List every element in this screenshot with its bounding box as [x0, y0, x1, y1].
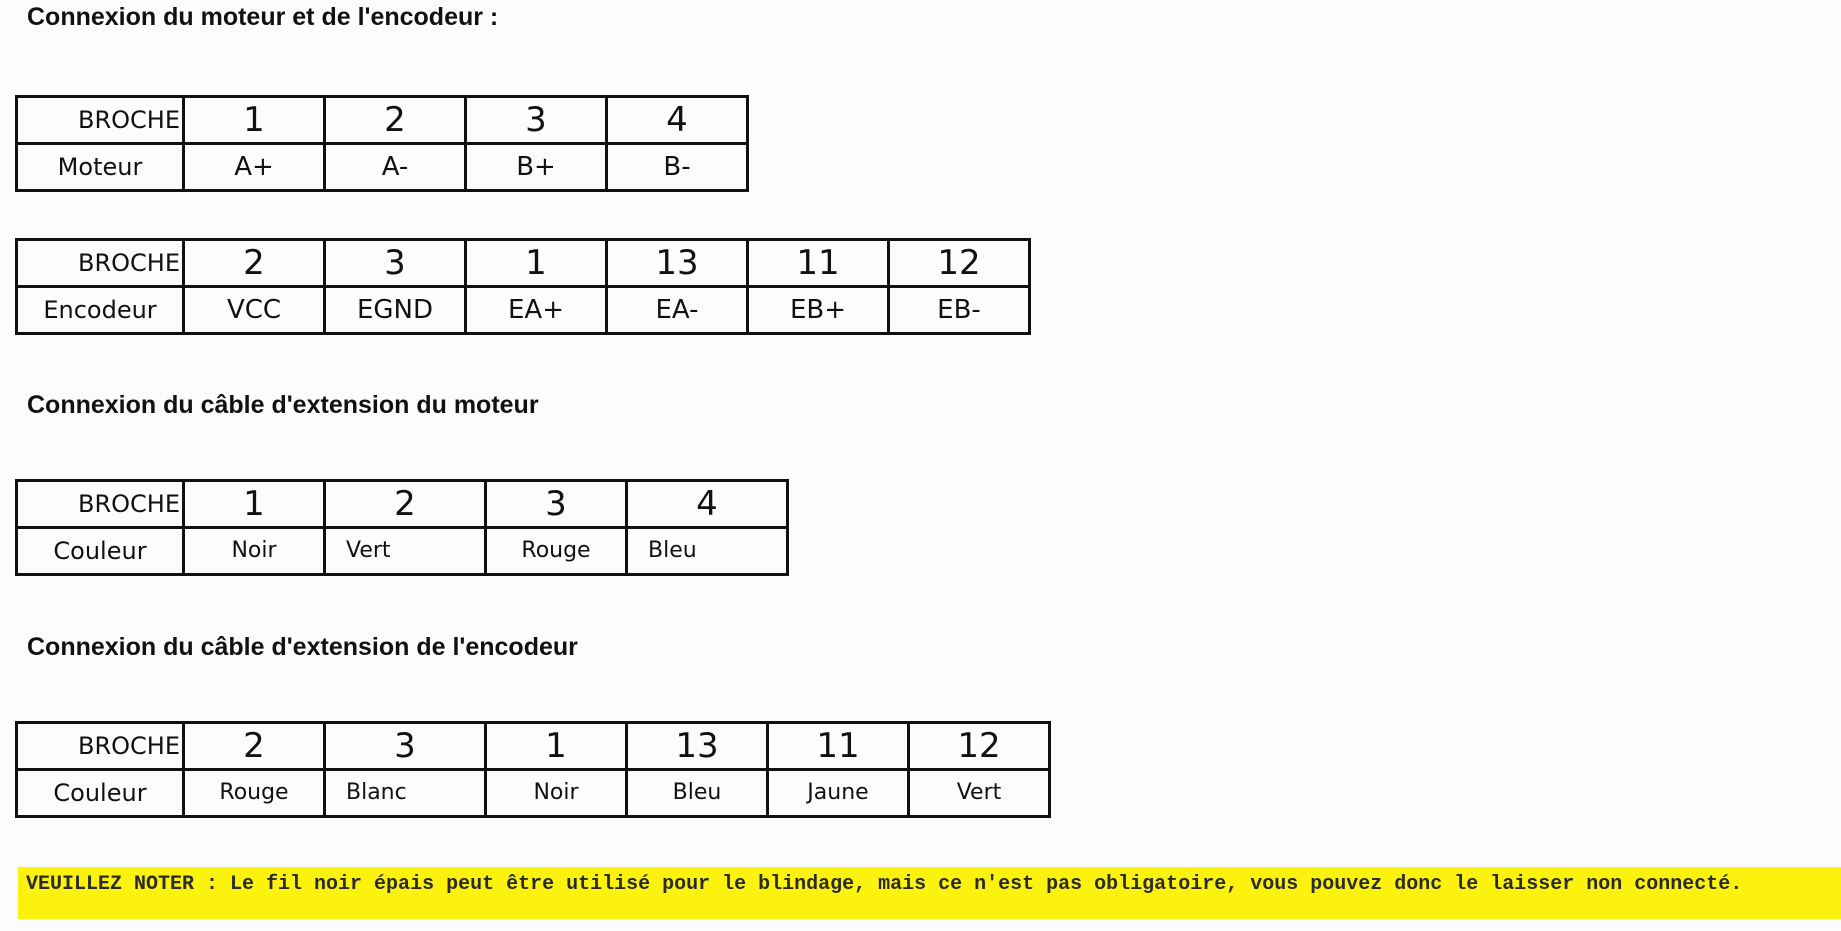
wire-color-cell: Bleu [625, 526, 789, 576]
pin-number-cell: 1 [182, 95, 326, 145]
wire-color-cell: Rouge [182, 768, 326, 818]
pin-number-cell: 3 [323, 238, 467, 288]
table-row: BROCHE 1 2 3 4 [15, 95, 749, 145]
pin-number-cell: 2 [323, 95, 467, 145]
row-label: Moteur [15, 142, 185, 192]
row-label: Encodeur [15, 285, 185, 335]
pin-header-label: BROCHE [15, 238, 185, 288]
pin-header-label: BROCHE [15, 721, 185, 771]
wire-color-cell: Rouge [484, 526, 628, 576]
encoder-pin-table: BROCHE 2 3 1 13 11 12 Encodeur VCC EGND … [15, 238, 1031, 335]
table-row: Encodeur VCC EGND EA+ EA- EB+ EB- [15, 285, 1031, 335]
table-row: Couleur Noir Vert Rouge Bleu [15, 526, 789, 576]
wire-color-cell: Vert [323, 526, 487, 576]
pin-number-cell: 4 [605, 95, 749, 145]
pin-number-cell: 11 [766, 721, 910, 771]
signal-cell: EB+ [746, 285, 890, 335]
pin-header-label: BROCHE [15, 95, 185, 145]
table-row: BROCHE 2 3 1 13 11 12 [15, 238, 1031, 288]
wire-color-cell: Blanc [323, 768, 487, 818]
motor-extension-color-table: BROCHE 1 2 3 4 Couleur Noir Vert Rouge B… [15, 479, 789, 576]
pin-number-cell: 1 [484, 721, 628, 771]
pin-number-cell: 1 [182, 479, 326, 529]
signal-cell: EA+ [464, 285, 608, 335]
pin-number-cell: 12 [887, 238, 1031, 288]
signal-cell: A+ [182, 142, 326, 192]
signal-cell: B- [605, 142, 749, 192]
row-label: Couleur [15, 526, 185, 576]
pin-number-cell: 13 [625, 721, 769, 771]
wire-color-cell: Noir [182, 526, 326, 576]
table-row: Couleur Rouge Blanc Noir Bleu Jaune Vert [15, 768, 1051, 818]
pin-number-cell: 1 [464, 238, 608, 288]
signal-cell: A- [323, 142, 467, 192]
pin-number-cell: 3 [464, 95, 608, 145]
signal-cell: B+ [464, 142, 608, 192]
wire-color-cell: Bleu [625, 768, 769, 818]
wire-color-cell: Jaune [766, 768, 910, 818]
signal-cell: VCC [182, 285, 326, 335]
signal-cell: EA- [605, 285, 749, 335]
section-title-motor-encoder: Connexion du moteur et de l'encodeur : [27, 3, 499, 31]
wire-color-cell: Vert [907, 768, 1051, 818]
table-row: BROCHE 1 2 3 4 [15, 479, 789, 529]
signal-cell: EB- [887, 285, 1031, 335]
pin-number-cell: 2 [182, 721, 326, 771]
pin-number-cell: 12 [907, 721, 1051, 771]
pin-number-cell: 4 [625, 479, 789, 529]
pin-number-cell: 13 [605, 238, 749, 288]
encoder-extension-color-table: BROCHE 2 3 1 13 11 12 Couleur Rouge Blan… [15, 721, 1051, 818]
shield-wire-note: VEUILLEZ NOTER : Le fil noir épais peut … [18, 867, 1841, 919]
motor-pin-table: BROCHE 1 2 3 4 Moteur A+ A- B+ B- [15, 95, 749, 192]
section-title-encoder-extension: Connexion du câble d'extension de l'enco… [27, 633, 578, 661]
table-row: BROCHE 2 3 1 13 11 12 [15, 721, 1051, 771]
pin-number-cell: 11 [746, 238, 890, 288]
table-row: Moteur A+ A- B+ B- [15, 142, 749, 192]
section-title-motor-extension: Connexion du câble d'extension du moteur [27, 391, 539, 419]
pin-number-cell: 3 [323, 721, 487, 771]
pin-header-label: BROCHE [15, 479, 185, 529]
row-label: Couleur [15, 768, 185, 818]
pin-number-cell: 3 [484, 479, 628, 529]
signal-cell: EGND [323, 285, 467, 335]
pin-number-cell: 2 [323, 479, 487, 529]
pin-number-cell: 2 [182, 238, 326, 288]
wire-color-cell: Noir [484, 768, 628, 818]
